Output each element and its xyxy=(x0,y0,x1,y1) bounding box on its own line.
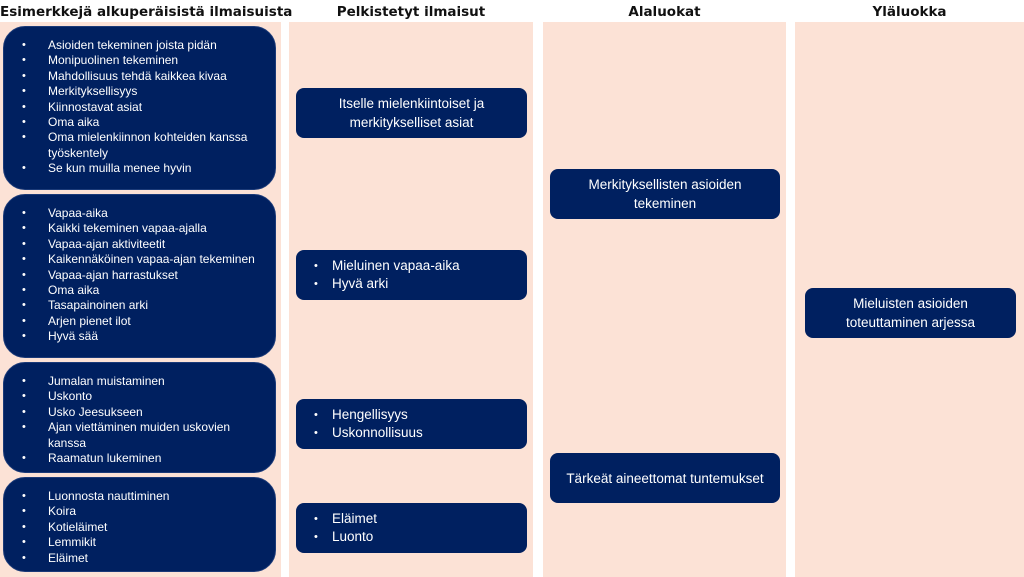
subcategory-meaningful-doing: Merkityksellisten asioiden tekeminen xyxy=(550,169,780,219)
bullet-list: Luonnosta nauttiminen Koira Kotieläimet … xyxy=(4,478,275,566)
list-item: Koira xyxy=(20,504,263,520)
column-header-subcategories: Alaluokat xyxy=(628,4,701,20)
list-item: Mieluinen vapaa-aika xyxy=(312,257,460,276)
bullet-list: Vapaa-aika Kaikki tekeminen vapaa-ajalla… xyxy=(4,195,275,345)
bullet-list: Asioiden tekeminen joista pidän Monipuol… xyxy=(4,27,275,177)
list-item: Raamatun lukeminen xyxy=(20,451,263,467)
reduced-expression-meaningful: Itselle mielenkiintoiset ja merkityksell… xyxy=(296,88,527,138)
list-item: Kaikennäköinen vapaa-ajan tekeminen xyxy=(20,252,263,268)
list-item: Merkityksellisyys xyxy=(20,84,263,100)
original-expressions-group-faith: Jumalan muistaminen Uskonto Usko Jeesuks… xyxy=(3,362,276,473)
list-item: Hengellisyys xyxy=(312,406,423,425)
list-item: Oma aika xyxy=(20,283,263,299)
list-item: Luonnosta nauttiminen xyxy=(20,489,263,505)
list-item: Se kun muilla menee hyvin xyxy=(20,161,263,177)
list-item: Usko Jeesukseen xyxy=(20,405,263,421)
list-item: Asioiden tekeminen joista pidän xyxy=(20,38,263,54)
list-item: Uskonto xyxy=(20,389,263,405)
list-item: Monipuolinen tekeminen xyxy=(20,53,263,69)
list-item: Oma aika xyxy=(20,115,263,131)
bullet-list: Eläimet Luonto xyxy=(296,510,387,547)
reduced-expression-nature: Eläimet Luonto xyxy=(296,503,527,553)
subcategory-text: Tärkeät aineettomat tuntemukset xyxy=(566,470,764,486)
main-category-text: Mieluisten asioiden toteuttaminen arjess… xyxy=(845,296,976,330)
reduced-expression-leisure: Mieluinen vapaa-aika Hyvä arki xyxy=(296,250,527,300)
main-category-box: Mieluisten asioiden toteuttaminen arjess… xyxy=(805,288,1016,338)
list-item: Uskonnollisuus xyxy=(312,424,423,443)
list-item: Vapaa-aika xyxy=(20,206,263,222)
original-expressions-group-leisure: Vapaa-aika Kaikki tekeminen vapaa-ajalla… xyxy=(3,194,276,358)
list-item: Oma mielenkiinnon kohteiden kanssa työsk… xyxy=(20,130,263,161)
reduced-expression-text: Itselle mielenkiintoiset ja merkityksell… xyxy=(338,96,485,130)
original-expressions-group-meaningful: Asioiden tekeminen joista pidän Monipuol… xyxy=(3,26,276,190)
list-item: Ajan viettäminen muiden uskovien kanssa xyxy=(20,420,263,451)
list-item: Jumalan muistaminen xyxy=(20,374,263,390)
list-item: Mahdollisuus tehdä kaikkea kivaa xyxy=(20,69,263,85)
subcategory-text: Merkityksellisten asioiden tekeminen xyxy=(588,177,742,211)
bullet-list: Mieluinen vapaa-aika Hyvä arki xyxy=(296,257,470,294)
column-header-main-category: Yläluokka xyxy=(872,4,947,20)
original-expressions-group-nature: Luonnosta nauttiminen Koira Kotieläimet … xyxy=(3,477,276,572)
list-item: Lemmikit xyxy=(20,535,263,551)
list-item: Vapaa-ajan aktiviteetit xyxy=(20,237,263,253)
list-item: Hyvä arki xyxy=(312,275,460,294)
subcategory-intangible-feelings: Tärkeät aineettomat tuntemukset xyxy=(550,453,780,503)
bullet-list: Hengellisyys Uskonnollisuus xyxy=(296,406,433,443)
list-item: Eläimet xyxy=(312,510,377,529)
column-header-original-expressions: Esimerkkejä alkuperäisistä ilmaisuista xyxy=(0,4,293,20)
list-item: Kaikki tekeminen vapaa-ajalla xyxy=(20,221,263,237)
list-item: Tasapainoinen arki xyxy=(20,298,263,314)
column-header-reduced-expressions: Pelkistetyt ilmaisut xyxy=(336,4,486,20)
list-item: Eläimet xyxy=(20,551,263,567)
list-item: Arjen pienet ilot xyxy=(20,314,263,330)
bullet-list: Jumalan muistaminen Uskonto Usko Jeesuks… xyxy=(4,363,275,467)
list-item: Vapaa-ajan harrastukset xyxy=(20,268,263,284)
list-item: Kiinnostavat asiat xyxy=(20,100,263,116)
list-item: Luonto xyxy=(312,528,377,547)
list-item: Kotieläimet xyxy=(20,520,263,536)
reduced-expression-faith: Hengellisyys Uskonnollisuus xyxy=(296,399,527,449)
list-item: Hyvä sää xyxy=(20,329,263,345)
